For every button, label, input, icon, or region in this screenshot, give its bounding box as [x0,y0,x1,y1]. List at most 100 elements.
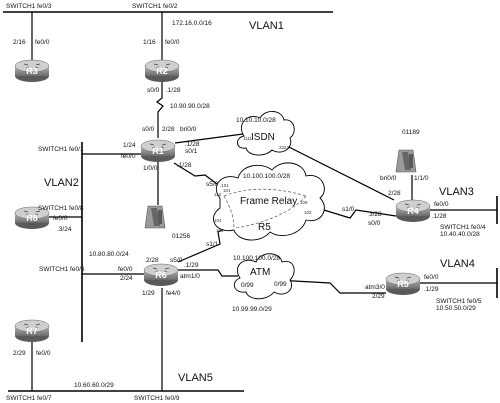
fr-net-label: 10.100.100.0/28 [243,173,290,180]
router-r1[interactable]: R1 [140,139,176,163]
r2-s0-label: s0/0 [147,87,160,94]
r6-switch-label: SWITCH1 fe0/6 [39,266,85,273]
phone-top-number: 01189 [402,129,420,136]
router-r4[interactable]: R4 [395,199,431,223]
r6-fe0-ip-label: 2/24 [120,275,133,282]
r1-switch-label: SWITCH1 fe0/1 [38,146,84,153]
r1-s00-ip-label: 2/28 [162,126,175,133]
r5-atm-label: atm3/0 [365,284,385,291]
isdn-name-label: ISDN [251,132,275,143]
r8-iface-label: fe0/0 [53,215,68,222]
router-r8[interactable]: R8 [14,206,50,230]
vlan5-net-label: 10.60.60.0/29 [74,382,114,389]
r1-s00-label: s0/0 [142,126,155,133]
fr-net-bottom-label: 10.100.100.0/28 [233,255,280,262]
r1-isdn-link [174,133,244,144]
fr-dlci-r6a: 104 [214,218,222,223]
svg-text:R2: R2 [156,66,168,76]
r2-s0-ip-label: .1/28 [166,87,181,94]
fr-dlci-r6b: 103 [216,228,224,233]
r8-switch-label: SWITCH1 fe0/8 [38,205,84,212]
svg-text:R6: R6 [155,270,167,280]
r6-atm-label: atm1/0 [180,273,200,280]
vlan1-label: VLAN1 [249,20,284,32]
r4-net-label: 10.40.40.0/28 [440,231,480,238]
phone-bottom-number: 01256 [172,233,190,240]
r4-s0-label: s0/0 [368,220,381,227]
fr-s5-label: s5/0 [206,181,219,188]
r1-fe-label: fe0/0 [121,153,136,160]
atm-net-label: 10.99.99.0/29 [232,306,272,313]
svg-text:R1: R1 [152,146,164,156]
svg-text:R3: R3 [26,66,38,76]
router-r5[interactable]: R5 [385,272,421,296]
fr-dlci-r1a: 110 [214,192,222,197]
svg-text:R8: R8 [26,213,38,223]
r5-atm-ip-label: 2/29 [372,293,385,300]
vlan5-sw-r7-label: SWITCH1 fe0/7 [6,395,52,402]
atm-r5-link [275,279,386,294]
r2-iface-label: fe0/0 [165,39,180,46]
fr-dlci-r4a: 109 [300,200,308,205]
phone-icon [395,149,417,173]
r2-r1-net-label: 10.90.90.0/28 [170,103,210,110]
r1-s01-label: s0/1 [185,148,198,155]
vlan2-label: VLAN2 [44,177,79,189]
vlan5-label: VLAN5 [178,372,213,384]
r4-s0-ip-label: 3/28 [369,211,382,218]
r8-ip-label: .3/24 [57,226,72,233]
svg-text:R5: R5 [397,279,409,289]
r1-bri-ip-label: .1/28 [185,141,200,148]
r4-slot-label: 1/1/0 [414,175,429,182]
isdn-r4-link [274,139,395,201]
r1-fe-ip-label: 1/24 [123,142,136,149]
r5-net-label: 10.50.50.0/29 [436,305,476,312]
r7-ip-label: 2/29 [13,350,26,357]
sw-r2-label: SWITCH1 fe0/2 [132,3,178,10]
fr-dlci-r4b: 102 [304,210,312,215]
isdn-net-label: 10.10.10.0/28 [236,117,276,124]
r6-fe4-ip-label: 1/29 [142,290,155,297]
isdn-left-num: 1111 [243,136,253,141]
router-r7[interactable]: R7 [14,319,50,343]
svg-text:R7: R7 [26,326,38,336]
router-r3[interactable]: R3 [14,59,50,83]
fr-router-label: R5 [258,222,271,233]
isdn-right-num: 2222 [279,145,290,150]
fr-name-label: Frame Relay [240,196,297,207]
router-r2[interactable]: R2 [144,59,180,83]
fr-s1-r4-label: s1/0 [342,206,355,213]
sw-r3-label: SWITCH1 fe0/3 [6,3,52,10]
atm-vc-right-label: 0/99 [274,281,287,288]
r4-bri-label: bri0/0 [380,175,397,182]
r6-fe0-label: fe0/0 [118,266,133,273]
phone-icon [144,205,166,229]
r4-switch-label: SWITCH1 fe0/4 [440,224,486,231]
fr-s5-ip-label: .101 [220,183,229,188]
r5-switch-label: SWITCH1 fe0/5 [436,298,482,305]
frame-relay-r4-link [313,206,397,219]
r6-s5-label: s5/0 [170,257,183,264]
router-r6[interactable]: R6 [143,263,179,287]
r4-bri-ip-label: 2/28 [388,190,401,197]
r6-atm-ip-label: .1/29 [184,262,199,269]
vlan3-label: VLAN3 [439,186,474,198]
r1-fr-ip-label: .1/28 [177,162,192,169]
r5-fe-ip-label: .1/29 [424,286,439,293]
r3-iface-label: fe0/0 [35,39,50,46]
isdn-cloud [237,111,295,156]
pvc-r1-r4 [223,188,307,197]
r5-fe-label: fe0/0 [424,274,439,281]
r2-ip-label: 1/16 [143,39,156,46]
fr-dlci-r1b: 101 [223,188,231,193]
vlan1-net-label: 172.16.0.0/16 [172,20,212,27]
fr-s1-r6-label: s1/1 [206,241,219,248]
r3-ip-label: 2/16 [13,39,26,46]
vlan5-sw-r6-label: SWITCH1 fe0/9 [134,395,180,402]
frame-relay-cloud [213,162,325,241]
r6-fe4-label: fe4/0 [166,290,181,297]
vlan2-net-label: 10.80.80.0/24 [89,251,129,258]
svg-text:R4: R4 [407,206,419,216]
